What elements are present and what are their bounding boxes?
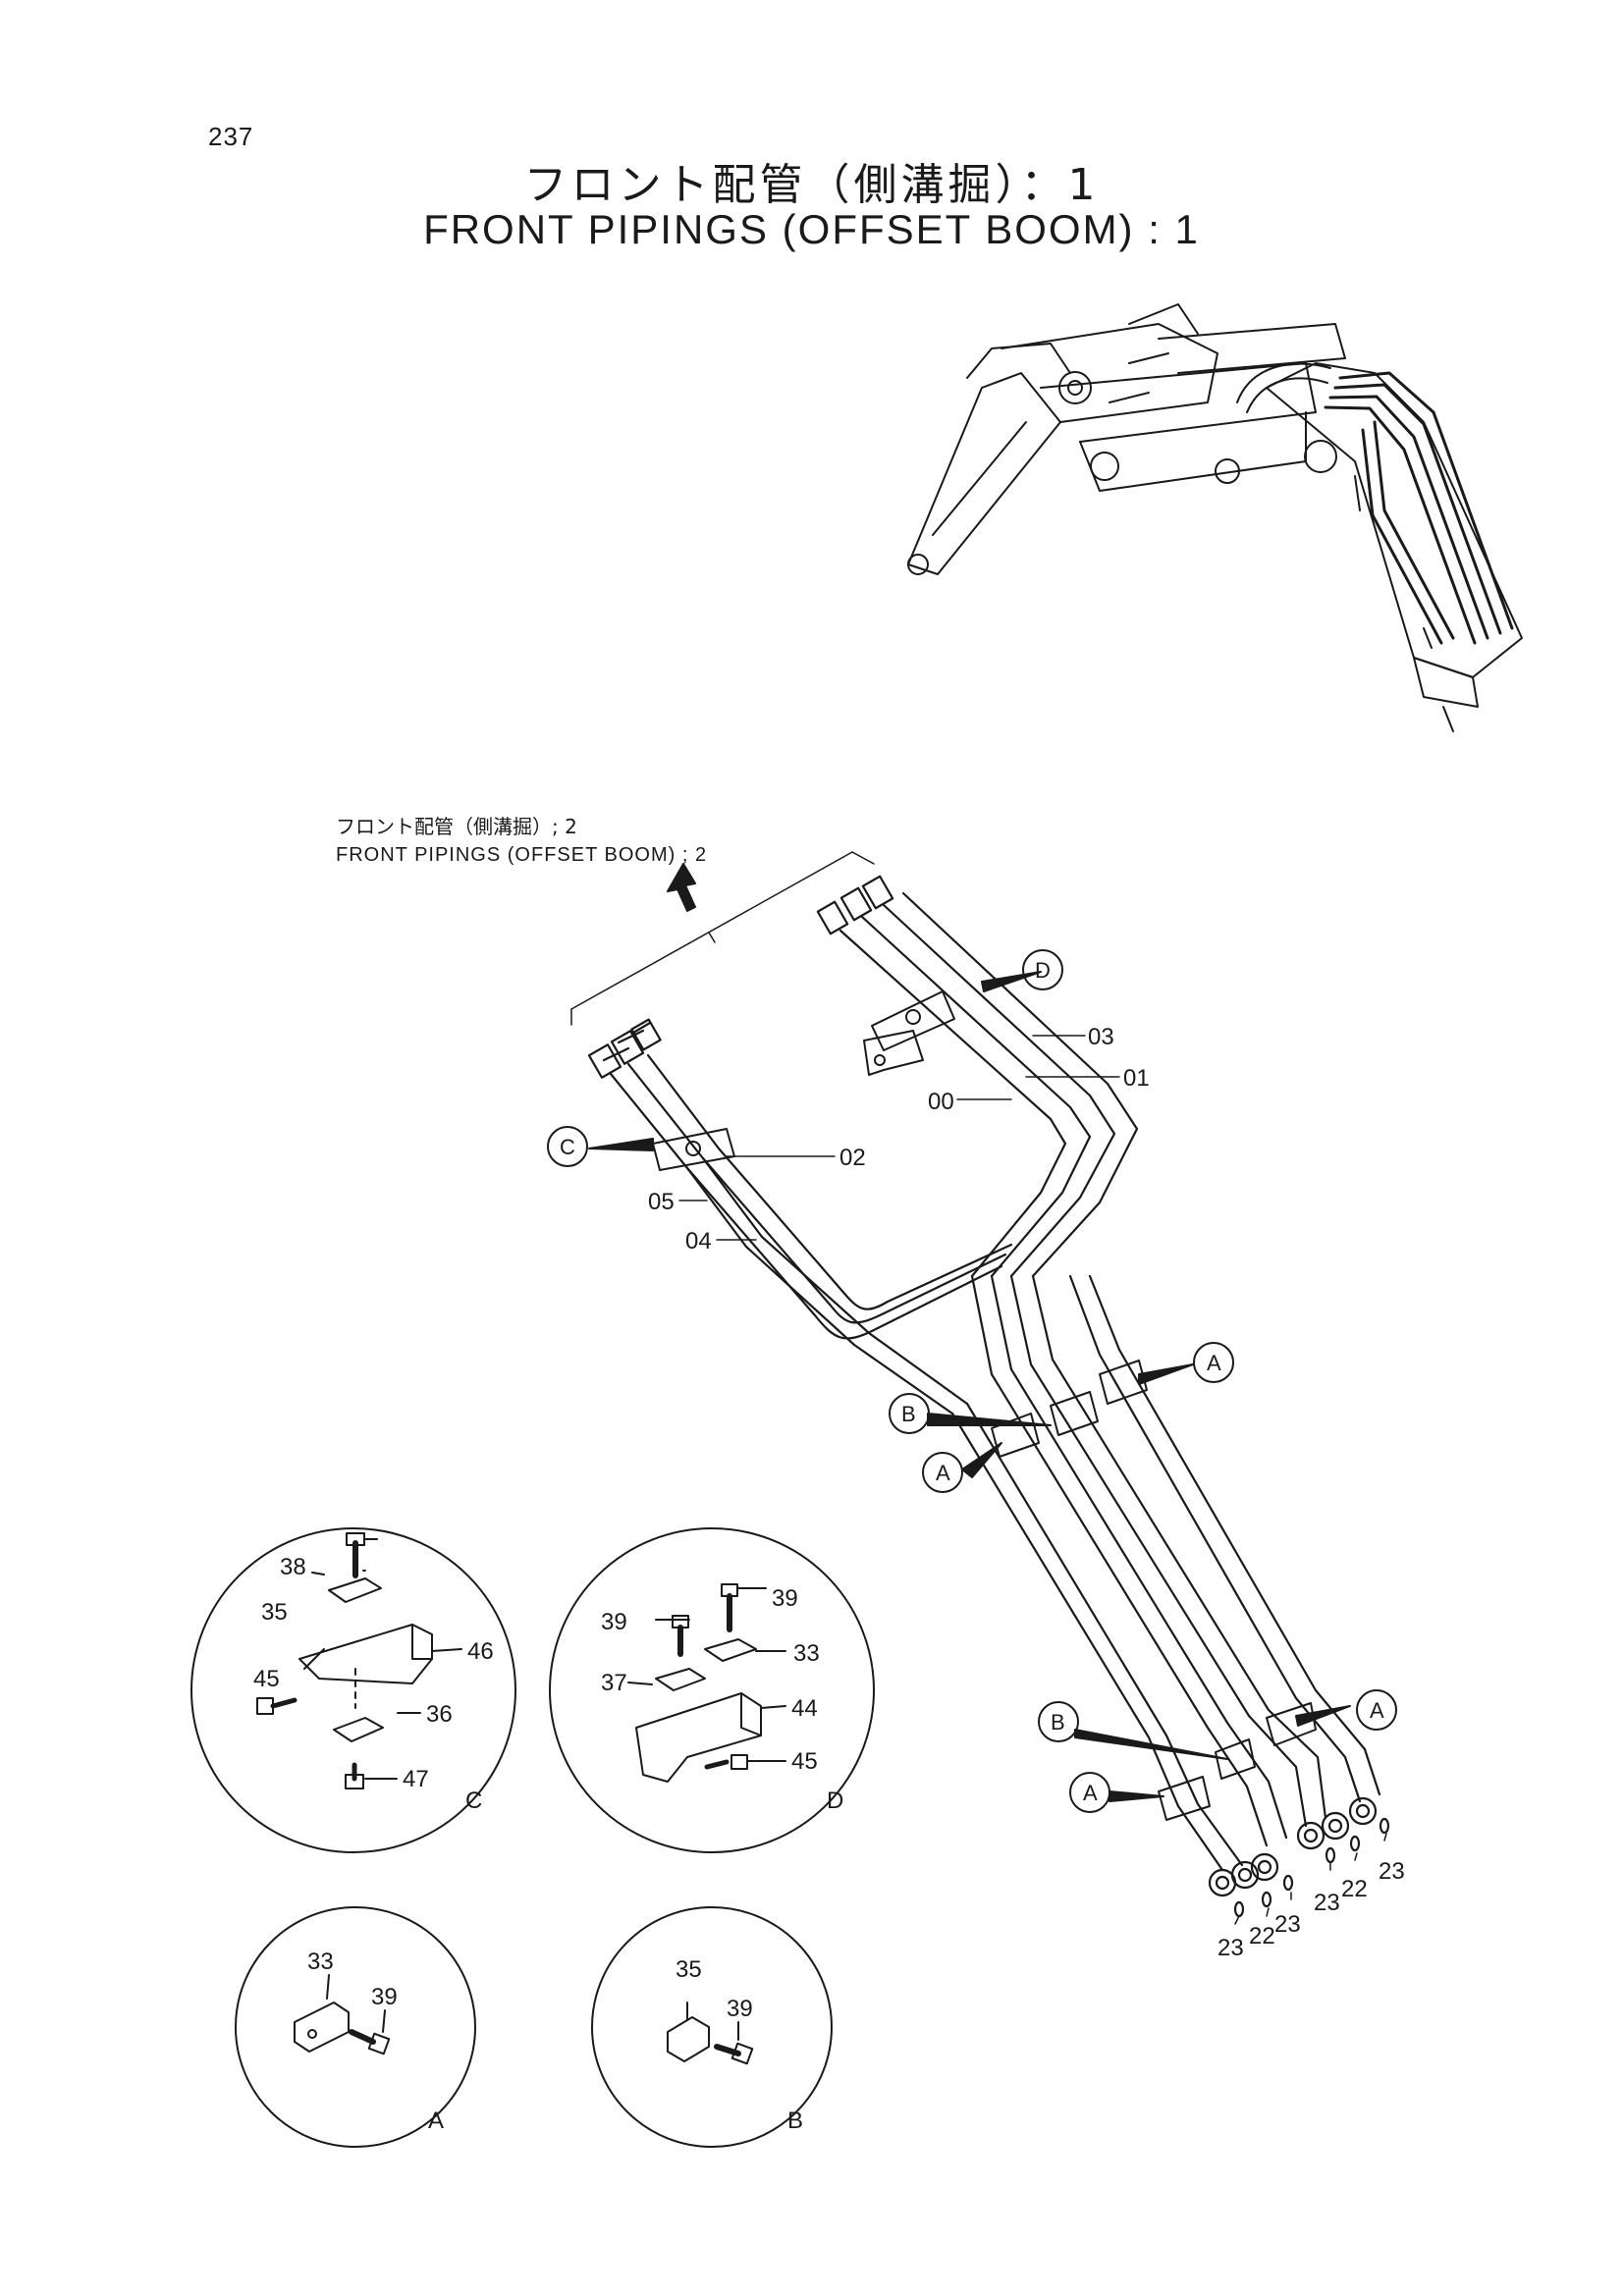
detail-view-label-c: C (465, 1788, 482, 1814)
page-number: 237 (208, 122, 254, 151)
part-number-39-a: 39 (371, 1984, 398, 2010)
part-number-02: 02 (839, 1145, 866, 1171)
part-number-23-b: 23 (1274, 1911, 1301, 1938)
part-number-45-d: 45 (791, 1748, 818, 1775)
part-number-35-b: 35 (676, 1956, 702, 1983)
part-number-38: 38 (280, 1554, 306, 1580)
continuation-reference-japanese: フロント配管（側溝掘）; 2 (336, 815, 577, 838)
offset-boom-overview-illustration (907, 303, 1523, 732)
part-number-01: 01 (1123, 1065, 1150, 1092)
callout-letter-b-2: B (1051, 1710, 1065, 1735)
detail-view-c-circle (190, 1527, 516, 1853)
detail-view-d-circle (549, 1527, 875, 1853)
part-number-45-c: 45 (253, 1666, 280, 1692)
detail-view-label-a: A (428, 2108, 444, 2134)
callout-letter-a-1: A (1207, 1351, 1221, 1375)
callout-letter-c: C (560, 1135, 575, 1159)
continuation-reference-english: FRONT PIPINGS (OFFSET BOOM) ; 2 (336, 844, 708, 866)
part-number-03: 03 (1088, 1024, 1114, 1050)
part-number-23-c: 23 (1314, 1890, 1340, 1916)
detail-view-label-d: D (827, 1788, 843, 1814)
part-number-33-a: 33 (307, 1949, 334, 1975)
part-number-22-b: 22 (1341, 1876, 1368, 1902)
continuation-bracket (570, 851, 875, 1026)
detail-view-label-b: B (787, 2108, 803, 2134)
part-number-23-d: 23 (1379, 1858, 1405, 1885)
part-number-22-a: 22 (1249, 1923, 1275, 1949)
detail-view-b-circle (591, 1906, 833, 2148)
detail-c-parts (256, 1532, 462, 1789)
part-number-37: 37 (601, 1670, 627, 1696)
callout-bubbles (547, 949, 1397, 1813)
part-number-39-d2: 39 (601, 1609, 627, 1635)
page-title-japanese: フロント配管（側溝掘）：1 (523, 160, 1100, 210)
part-number-39-d1: 39 (772, 1585, 798, 1612)
callout-letter-a-3: A (1370, 1698, 1384, 1723)
part-number-36: 36 (426, 1701, 453, 1728)
detail-d-parts (627, 1583, 786, 1783)
callout-leaders (588, 971, 1351, 1802)
part-number-47: 47 (403, 1766, 429, 1792)
part-number-44: 44 (791, 1695, 818, 1722)
detail-view-a-circle (235, 1906, 476, 2148)
page-title-english: FRONT PIPINGS (OFFSET BOOM) : 1 (423, 206, 1200, 252)
continuation-arrow-icon (667, 863, 696, 912)
part-number-23-a: 23 (1217, 1935, 1244, 1961)
part-number-04: 04 (685, 1228, 712, 1255)
part-number-33-d: 33 (793, 1640, 820, 1667)
detail-b-parts (667, 2002, 754, 2065)
part-number-46: 46 (467, 1638, 494, 1665)
part-number-05: 05 (648, 1189, 675, 1215)
part-number-35-c: 35 (261, 1599, 288, 1626)
callout-letter-b-1: B (901, 1402, 916, 1426)
part-leader-lines (678, 1035, 1387, 1925)
callout-letter-a-2: A (936, 1461, 950, 1485)
pipe-assembly (587, 875, 1390, 1918)
callout-letter-a-4: A (1083, 1781, 1098, 1805)
part-number-39-b: 39 (727, 1996, 753, 2022)
part-number-00: 00 (928, 1089, 954, 1115)
pipe-clamps (652, 990, 1317, 1821)
callout-letter-d: D (1035, 958, 1051, 983)
detail-a-parts (294, 1974, 391, 2056)
